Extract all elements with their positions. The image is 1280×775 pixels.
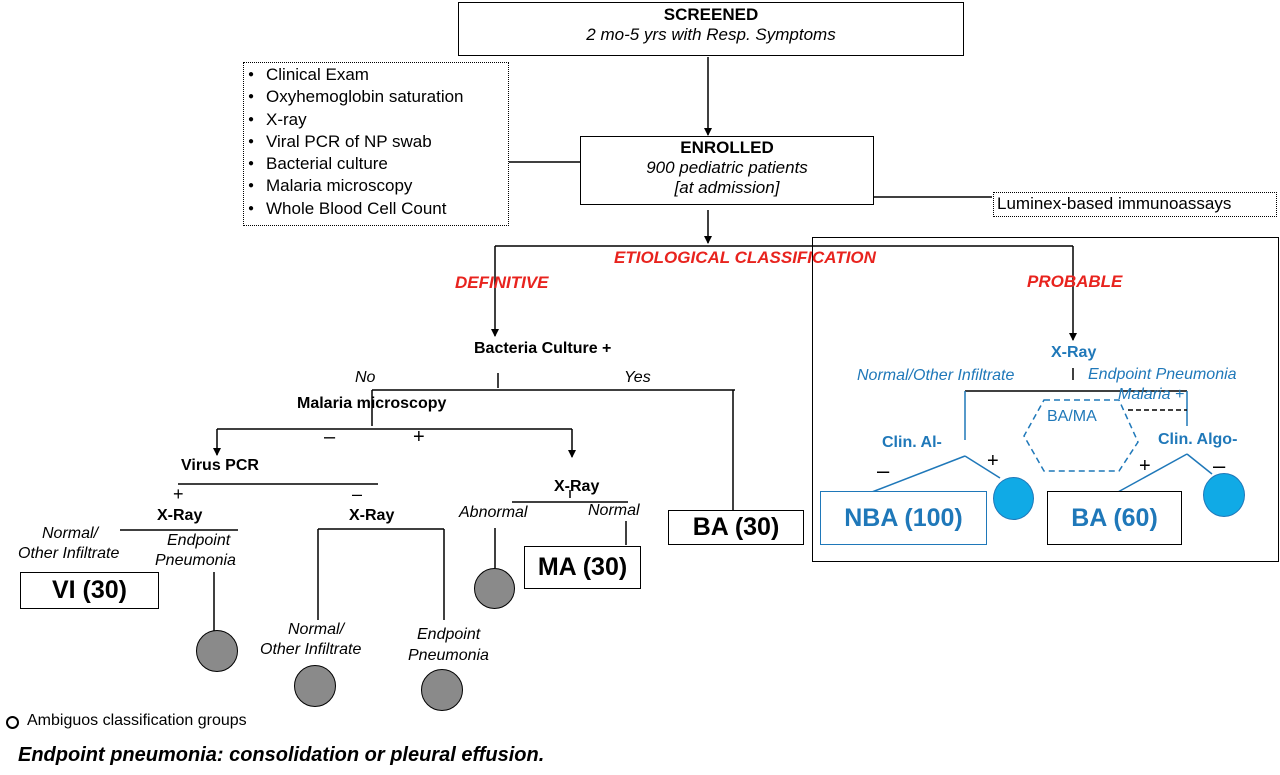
left-endpoint-label-b: Pneumonia: [155, 552, 236, 569]
malaria-positive-sign: +: [413, 426, 425, 448]
bama-label: BA/MA: [1047, 408, 1097, 425]
probable-normal-label: Normal/Other Infiltrate: [857, 367, 1015, 384]
assessment-item: Bacterial culture: [246, 153, 508, 176]
ambiguous-circle: [294, 665, 336, 707]
assessments-list: Clinical Exam Oxyhemoglobin saturation X…: [246, 64, 508, 220]
xray-middle-label: X-Ray: [349, 507, 395, 524]
xray-left-label: X-Ray: [157, 507, 203, 524]
ba-60-label: BA (60): [1071, 504, 1158, 532]
assessment-item: Whole Blood Cell Count: [246, 198, 508, 221]
middle-normal-label-a: Normal/: [288, 621, 345, 638]
clin-al-positive-sign: +: [987, 450, 999, 472]
immunoassay-box: Luminex-based immunoassays: [993, 192, 1277, 217]
endpoint-definition-note: Endpoint pneumonia: consolidation or ple…: [18, 744, 545, 766]
classification-title: ETIOLOGICAL CLASSIFICATION: [614, 248, 876, 267]
probable-panel: [812, 237, 1279, 562]
pcr-positive-sign: +: [173, 484, 184, 504]
ba-30-box: BA (30): [668, 510, 804, 545]
definitive-label: DEFINITIVE: [455, 273, 549, 292]
clin-al-negative-sign: –: [877, 458, 890, 483]
enrolled-title: ENROLLED: [680, 138, 774, 157]
legend-ambiguous-label: Ambiguos classification groups: [27, 712, 247, 729]
malaria-positive-label: Malaria +: [1118, 386, 1185, 403]
enrolled-box: ENROLLED 900 pediatric patients [at admi…: [580, 136, 874, 205]
enrolled-count: 900 pediatric patients: [646, 158, 808, 177]
abnormal-label: Abnormal: [459, 504, 528, 521]
ambiguous-circle: [474, 568, 515, 609]
screened-subtitle: 2 mo-5 yrs with Resp. Symptoms: [586, 25, 836, 44]
assessment-item: Oxyhemoglobin saturation: [246, 86, 508, 109]
no-label: No: [355, 369, 376, 386]
left-normal-label-a: Normal/: [42, 525, 99, 542]
screened-box: SCREENED 2 mo-5 yrs with Resp. Symptoms: [458, 2, 964, 56]
assessment-item: Viral PCR of NP swab: [246, 131, 508, 154]
ba-60-box: BA (60): [1047, 491, 1182, 545]
ambiguous-circle-probable: [993, 477, 1034, 520]
probable-xray-label: X-Ray: [1051, 344, 1097, 361]
clin-algo-positive-sign: +: [1139, 455, 1151, 477]
assessment-item: X-ray: [246, 109, 508, 132]
ambiguous-circle: [196, 630, 238, 672]
ambiguous-circle-probable: [1203, 473, 1245, 517]
ma-30-box: MA (30): [524, 546, 641, 589]
yes-label: Yes: [624, 369, 651, 386]
immunoassay-label: Luminex-based immunoassays: [997, 194, 1232, 213]
left-endpoint-label-a: Endpoint: [167, 532, 231, 549]
ambiguous-circle: [421, 669, 463, 711]
enrolled-timing: [at admission]: [674, 178, 780, 197]
ba-30-label: BA (30): [692, 513, 780, 541]
probable-label: PROBABLE: [1027, 272, 1123, 291]
malaria-negative-sign: –: [324, 426, 336, 448]
clin-al-label: Clin. Al-: [882, 434, 942, 451]
probable-endpoint-label: Endpoint Pneumonia: [1088, 366, 1237, 383]
screened-title: SCREENED: [663, 5, 759, 24]
middle-endpoint-label-b: Pneumonia: [408, 647, 489, 664]
nba-100-label: NBA (100): [844, 504, 963, 532]
nba-100-box: NBA (100): [820, 491, 987, 545]
left-normal-label-b: Other Infiltrate: [18, 545, 120, 562]
malaria-microscopy-label: Malaria microscopy: [297, 395, 447, 412]
assessment-item: Clinical Exam: [246, 64, 508, 87]
clin-algo-negative-sign: –: [1213, 453, 1226, 478]
xray-right-label: X-Ray: [554, 478, 600, 495]
assessments-box: Clinical Exam Oxyhemoglobin saturation X…: [243, 62, 509, 226]
ma-30-label: MA (30): [537, 553, 628, 581]
virus-pcr-label: Virus PCR: [181, 457, 259, 474]
clin-algo-label: Clin. Algo-: [1158, 431, 1238, 448]
bacteria-culture-label: Bacteria Culture +: [474, 340, 612, 357]
assessment-item: Malaria microscopy: [246, 175, 508, 198]
normal-label: Normal: [588, 502, 640, 519]
pcr-negative-sign: –: [352, 484, 363, 504]
vi-30-box: VI (30): [20, 572, 159, 609]
vi-30-label: VI (30): [51, 576, 128, 604]
middle-normal-label-b: Other Infiltrate: [260, 641, 362, 658]
middle-endpoint-label-a: Endpoint: [417, 626, 481, 643]
legend-circle-icon: [6, 716, 19, 729]
